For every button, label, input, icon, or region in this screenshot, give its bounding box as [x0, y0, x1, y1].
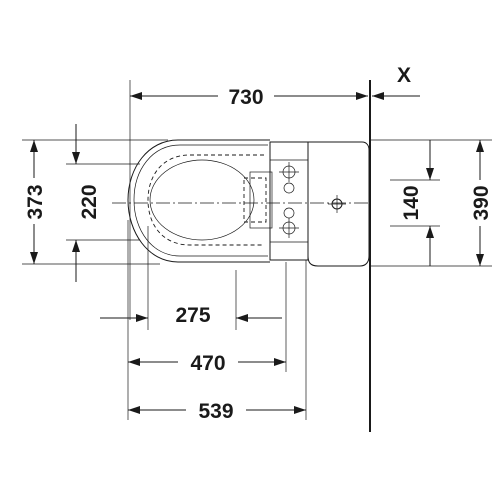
dimension-539: 539 [127, 260, 307, 423]
dimension-140: 140 [390, 140, 440, 266]
dim-x-label: X [397, 64, 411, 87]
cistern [307, 141, 370, 267]
toilet-bowl [127, 139, 270, 263]
fixing-cross-lower [279, 207, 299, 238]
dimension-373: 373 [20, 139, 168, 265]
dim-140-label: 140 [400, 185, 423, 220]
dimension-220: 220 [66, 124, 140, 282]
fixing-cross-upper [279, 162, 299, 194]
dim-220-label: 220 [78, 184, 101, 219]
dim-275-label: 275 [175, 304, 210, 327]
hinge-block [269, 141, 309, 261]
dim-373-label: 373 [24, 184, 47, 219]
dim-470-label: 470 [190, 352, 225, 375]
dim-539-label: 539 [198, 400, 233, 423]
dimension-730: 730 [129, 80, 368, 320]
dim-730-label: 730 [228, 86, 263, 109]
dimension-x: X [372, 64, 420, 100]
toilet-seat [147, 154, 273, 246]
dimension-390: 390 [370, 139, 494, 267]
dim-390-label: 390 [470, 185, 493, 220]
dimension-470: 470 [127, 220, 287, 375]
dimension-275: 275 [100, 226, 282, 330]
